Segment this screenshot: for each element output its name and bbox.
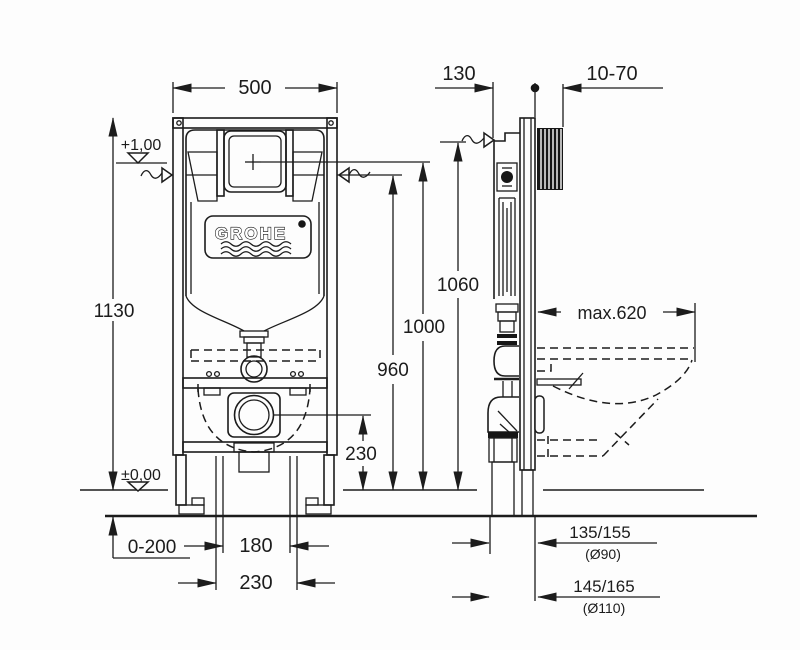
dim-overall-height: 1130 bbox=[94, 301, 135, 322]
supply-arrow-left-icon bbox=[140, 166, 174, 184]
dim-drain-offset-2: 145/165 bbox=[573, 577, 634, 596]
drain-bell-flange bbox=[233, 442, 275, 453]
supply-arrow-side-icon bbox=[461, 131, 496, 149]
flush-bend bbox=[493, 345, 519, 377]
dim-frame-top-height: 1060 bbox=[437, 275, 479, 296]
insulation-panel-dashed bbox=[190, 349, 321, 362]
dim-floor-buildup: 0-200 bbox=[128, 537, 177, 558]
dimensions-side: 130 10-70 max.620 bbox=[435, 63, 696, 362]
brand-plate: GROHE bbox=[204, 215, 312, 259]
outlet-elbow bbox=[487, 396, 519, 433]
dim-frame-depth: 130 bbox=[442, 63, 475, 85]
water-chamber-right bbox=[292, 151, 323, 202]
dimensions-front: 500 1130 +1,00 ±0,00 0-200 180 230 bbox=[94, 77, 338, 594]
side-view-cistern bbox=[487, 132, 545, 517]
level-zero-label: ±0,00 bbox=[121, 467, 161, 484]
bowl-connector bbox=[534, 395, 545, 434]
dimensions-heights: 1060 1000 960 230 bbox=[261, 141, 479, 491]
dim-drain-pipe-2: (Ø110) bbox=[583, 600, 626, 616]
dimensions-drain: 135/155 (Ø90) 145/165 (Ø110) bbox=[452, 516, 660, 616]
corner-screw-icon bbox=[176, 120, 182, 126]
level-mark-icon bbox=[126, 481, 150, 493]
floor-lines bbox=[80, 489, 757, 518]
corner-screw-icon bbox=[328, 120, 334, 126]
upper-crossbar bbox=[182, 377, 328, 389]
front-view-frame bbox=[172, 117, 338, 515]
dim-water-level-height: 960 bbox=[377, 360, 409, 381]
left-foot bbox=[178, 504, 205, 515]
drain-bell-body bbox=[238, 451, 270, 473]
grohe-logo: GROHE bbox=[215, 224, 287, 243]
dim-frame-width: 500 bbox=[238, 77, 271, 99]
right-foot bbox=[305, 504, 332, 515]
dim-spacing-outer: 230 bbox=[239, 572, 272, 594]
drain-pipe bbox=[491, 461, 515, 517]
dim-spacing-inner: 180 bbox=[239, 535, 272, 557]
dim-plate-center-height: 1000 bbox=[403, 317, 445, 338]
grohe-wave-icon bbox=[220, 241, 292, 257]
water-chamber-left bbox=[187, 151, 218, 202]
right-leg bbox=[323, 454, 335, 506]
drain-sleeve bbox=[488, 437, 518, 463]
dim-drain-pipe-1: (Ø90) bbox=[585, 546, 621, 562]
right-foot bbox=[305, 497, 319, 506]
toilet-bowl-outline-dashed bbox=[536, 347, 694, 458]
dim-drain-offset-1: 135/155 bbox=[569, 523, 630, 542]
fixing-bolts bbox=[203, 370, 307, 396]
dim-plate-depth-range: 10-70 bbox=[586, 63, 637, 85]
flush-pipe-grommet bbox=[240, 355, 268, 383]
registered-mark-dot bbox=[298, 220, 306, 228]
side-view-frame bbox=[519, 117, 563, 517]
water-inlet-connection bbox=[496, 162, 518, 192]
fixing-stud bbox=[536, 378, 582, 386]
level-mark-icon bbox=[126, 152, 150, 165]
dim-outlet-center-height: 230 bbox=[345, 444, 377, 465]
front-view-cistern bbox=[185, 129, 325, 396]
outlet-opening bbox=[233, 394, 275, 436]
water-inlet-icon bbox=[501, 171, 513, 183]
left-leg bbox=[175, 454, 187, 506]
dim-bowl-depth-max: max.620 bbox=[577, 303, 646, 323]
level-plus-label: +1,00 bbox=[121, 137, 162, 154]
front-view-outlet bbox=[197, 384, 371, 473]
left-foot bbox=[191, 497, 205, 506]
